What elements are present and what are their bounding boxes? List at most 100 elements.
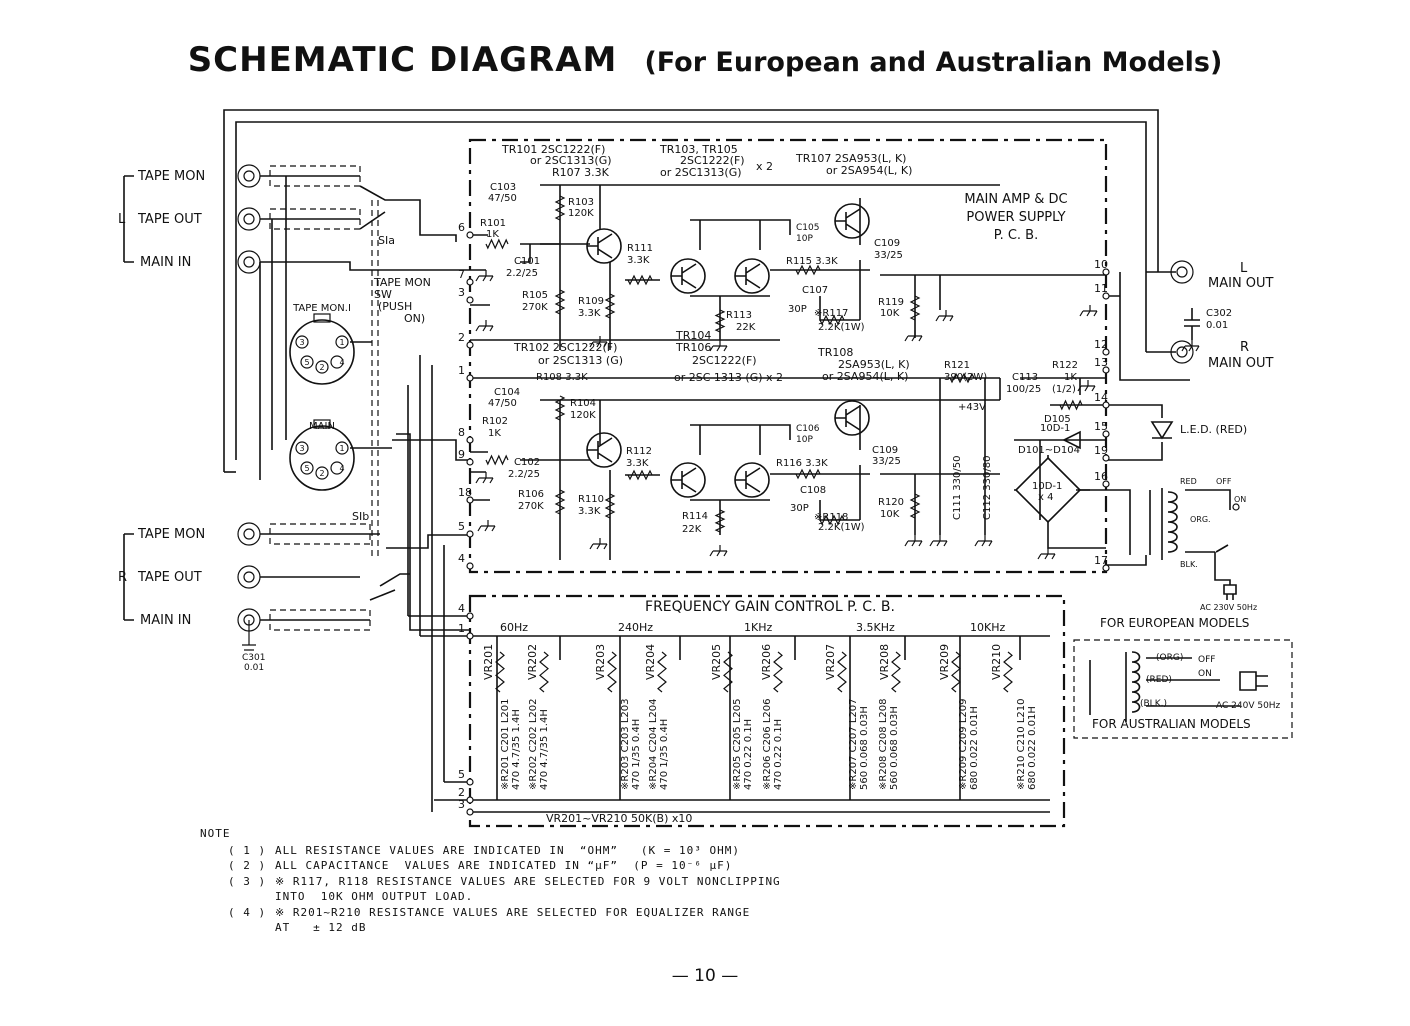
label-au-off: OFF	[1198, 655, 1215, 665]
note-item: ( 4 )※ R201~R210 RESISTANCE VALUES ARE S…	[200, 905, 781, 921]
label-c105: C105	[796, 223, 819, 233]
eq-band-part-names: ※R210 C210 L210	[1016, 699, 1027, 791]
label-r103-value: 120K	[568, 208, 594, 219]
eq-band-part-names: ※R203 C203 L203	[620, 699, 631, 791]
amp-pin-right-dot	[1102, 480, 1110, 488]
label-ac-230v: AC 230V 50Hz	[1200, 603, 1257, 612]
eq-pin-dot	[466, 808, 474, 816]
resistor-r104	[554, 395, 566, 421]
amp-pin-left: 3	[458, 286, 465, 299]
label-r109-value: 3.3K	[578, 308, 601, 319]
eq-pcb-boundary	[468, 594, 1066, 828]
label-tr107-alt: or 2SA954(L, K)	[826, 164, 912, 177]
eq-band-part-names: ※R208 C208 L208	[878, 699, 889, 791]
label-c105-value: 10P	[796, 234, 813, 244]
eq-pcb-title: FREQUENCY GAIN CONTROL P. C. B.	[645, 599, 895, 615]
transistor-tr105-leads	[735, 263, 761, 289]
note-item: ( 3 )※ R117, R118 RESISTANCE VALUES ARE …	[200, 874, 781, 890]
eq-slider-symbol	[723, 651, 733, 693]
ground-symbol	[589, 538, 608, 550]
label-r106-value: 270K	[518, 501, 544, 512]
eq-slider-symbol	[495, 651, 505, 693]
label-au-org: (ORG)	[1156, 653, 1183, 663]
ground-symbol	[709, 340, 728, 352]
label-main-connector: MAIN	[309, 421, 335, 432]
label-r112: R112	[626, 446, 652, 457]
label-c111: C111 330/50	[952, 456, 963, 520]
transistor-tr104-leads	[671, 467, 697, 493]
label-tr107: TR107 2SA953(L, K)	[795, 152, 906, 165]
eq-band-part-values: 470 4.7/35 1.4H	[539, 709, 550, 790]
transistor-tr107-leads	[835, 208, 861, 234]
amp-pin-right-dot	[1102, 454, 1110, 462]
amp-pin-right: 14	[1094, 391, 1108, 404]
amp-pin-left: 6	[458, 221, 465, 234]
resistor-r113	[714, 309, 726, 333]
amp-pin-left: 9	[458, 448, 465, 461]
eq-slider-symbol	[837, 651, 847, 693]
label-tr104-type: 2SC1222(F)	[692, 354, 757, 367]
amp-pcb-boundary	[468, 138, 1108, 574]
amp-pin-left-dot	[466, 231, 474, 239]
label-r115: R115 3.3K	[786, 256, 838, 267]
eq-band-part-names: ※R205 C205 L205	[732, 699, 743, 791]
amp-pin-right: 15	[1094, 420, 1108, 433]
label-au-on: ON	[1198, 669, 1212, 679]
amp-pin-right-dot	[1102, 268, 1110, 276]
eq-pin-dot	[466, 796, 474, 804]
amp-pin-left-dot	[466, 496, 474, 504]
resistor-r106	[554, 489, 566, 515]
amp-pin-left: 18	[458, 486, 472, 499]
label-r111: R111	[627, 243, 653, 254]
label-r113: R113	[726, 310, 752, 321]
label-tr103-type: 2SC1222(F)	[680, 154, 745, 167]
din-connectors	[259, 176, 392, 491]
label-r112-value: 3.3K	[626, 458, 649, 469]
label-c302-value: 0.01	[1206, 320, 1228, 331]
note-text: AT ± 12 dB	[275, 921, 367, 934]
amp-pin-left-dot	[466, 296, 474, 304]
amp-pin-right-dot	[1102, 401, 1110, 409]
label-r102-value: 1K	[488, 428, 501, 439]
note-number: ( 3 )	[228, 874, 267, 888]
resistor-r118	[819, 514, 845, 526]
label-c113-value: 100/25	[1006, 384, 1041, 395]
eq-slider-symbol	[891, 651, 901, 693]
label-s1b: SIb	[352, 510, 369, 523]
note-text: ALL RESISTANCE VALUES ARE INDICATED IN “…	[275, 843, 740, 857]
label-main-in-l: MAIN IN	[140, 255, 191, 270]
eq-band-frequency: 10KHz	[970, 621, 1005, 634]
eq-pin: 4	[458, 602, 465, 615]
label-on: ON	[1234, 495, 1246, 504]
note-number: ( 1 )	[228, 843, 267, 857]
label-r103: R103	[568, 197, 594, 208]
note-item: ( 2 )ALL CAPACITANCE VALUES ARE INDICATE…	[200, 858, 781, 874]
label-tr101: TR101 2SC1222(F)	[501, 143, 605, 156]
resistor-r121	[949, 372, 975, 384]
eq-pin-dot	[466, 612, 474, 620]
transistor-tr103-leads	[671, 263, 697, 289]
label-d105: D105	[1044, 414, 1071, 425]
label-r110-value: 3.3K	[578, 506, 601, 517]
eq-wiring	[407, 355, 1050, 813]
resistor-r119	[909, 295, 921, 321]
note-text: INTO 10K OHM OUTPUT LOAD.	[275, 890, 474, 903]
label-tr106: TR106	[675, 341, 711, 354]
ground-symbol	[477, 520, 496, 532]
din-pin-label: 3	[299, 338, 304, 347]
amp-pin-right: 10	[1094, 258, 1108, 271]
label-r110: R110	[578, 494, 604, 505]
ground-symbol	[1181, 340, 1200, 352]
label-c103-value: 47/50	[488, 193, 517, 204]
switch-label-line: (PUSH	[378, 300, 412, 313]
ground-symbol	[929, 535, 948, 547]
eq-pin-dot	[466, 778, 474, 786]
label-au-blk: (BLK.)	[1140, 699, 1167, 709]
label-main-out-l: MAIN OUT	[1208, 276, 1274, 291]
resistor-r114	[714, 509, 726, 533]
note-text: ALL CAPACITANCE VALUES ARE INDICATED IN …	[275, 859, 733, 872]
tape-mon-switch	[359, 185, 470, 631]
title-main: SCHEMATIC DIAGRAM	[187, 40, 618, 80]
ground-symbol	[904, 535, 923, 547]
label-r114: R114	[682, 511, 708, 522]
